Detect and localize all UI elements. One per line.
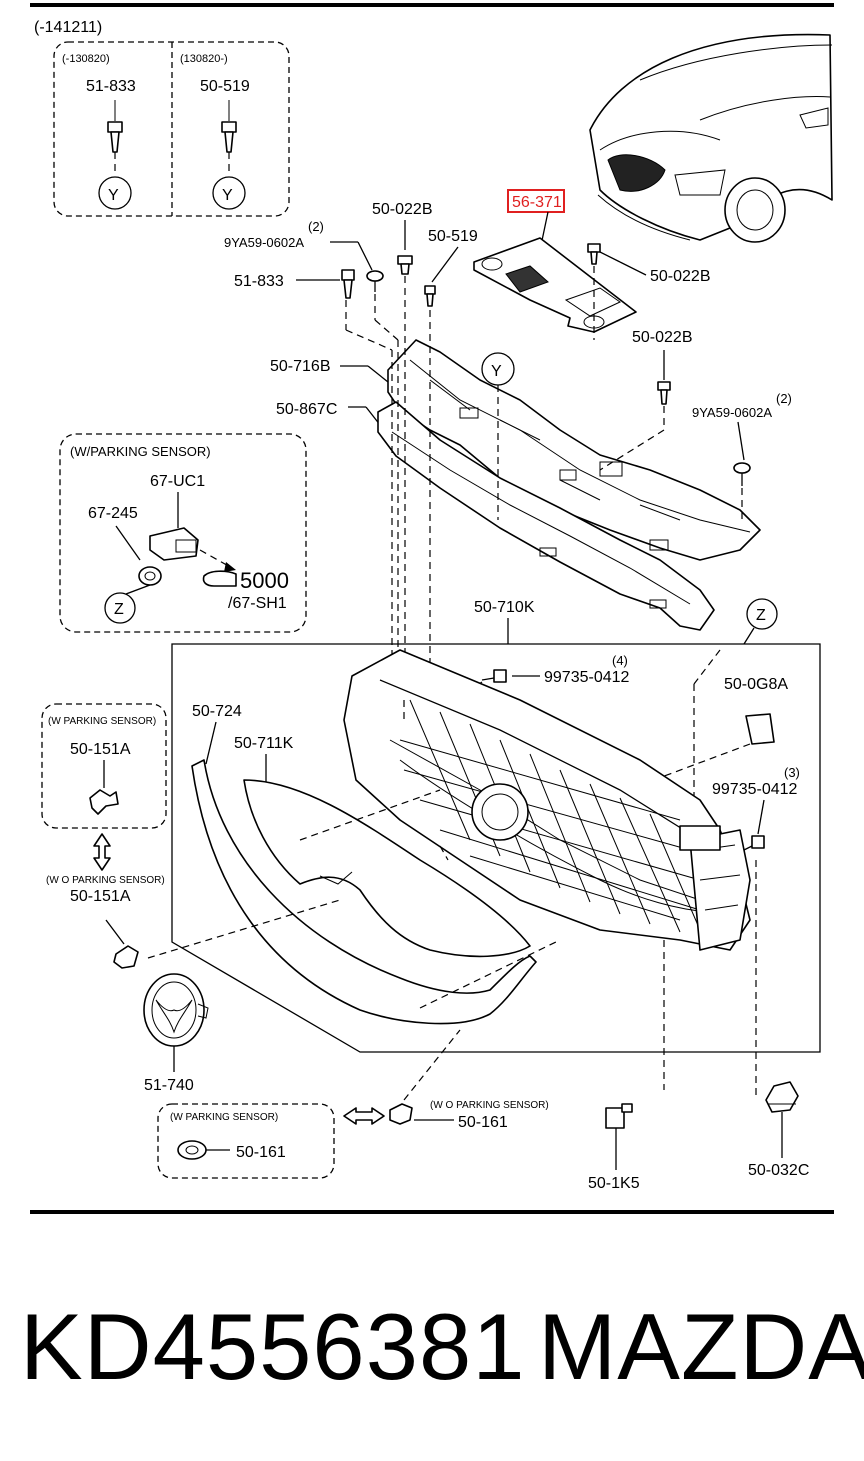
label-99735-0412-3: 99735-0412 [712, 781, 798, 798]
grille-mesh [399, 699, 701, 933]
y-box-right-range: (130820-) [180, 53, 228, 65]
bolt-icon [587, 243, 601, 265]
qty-3: (3) [784, 765, 800, 780]
label-50-161-box: 50-161 [236, 1144, 286, 1161]
upper-leaders [296, 211, 745, 461]
ref-z-sensor: Z [114, 601, 124, 618]
grille-molding-part [191, 759, 537, 1025]
label-50-022b-right: 50-022B [650, 268, 711, 285]
label-50-0g8a: 50-0G8A [724, 676, 788, 693]
bottom-sensor-box: (W PARKING SENSOR) 50-161 [157, 1103, 335, 1179]
bolt-icon [657, 381, 671, 405]
clip-icon [366, 270, 384, 292]
label-50-161-wo: 50-161 [458, 1114, 508, 1131]
nut-icon [605, 1103, 633, 1129]
clip-bracket-icon [765, 1081, 799, 1113]
left-sensor-box: (W PARKING SENSOR) 50-151A [41, 703, 167, 829]
pad-icon [745, 713, 775, 745]
radiator-grille-part [343, 649, 751, 951]
clip-icon [424, 285, 436, 307]
ref-page-sub: /67-SH1 [228, 595, 287, 612]
sensor-retainer-icon [138, 566, 162, 586]
label-50-716b: 50-716B [270, 358, 331, 375]
bracket-icon [177, 1140, 207, 1160]
y-detail-box: (-130820) (130820-) 51-833 50-519 Y Y [53, 41, 290, 217]
qty-4: (4) [612, 653, 628, 668]
ref-y-circle: Y [491, 363, 502, 380]
double-arrow-icon [93, 833, 111, 871]
emblem-part [143, 973, 209, 1047]
grille-frame: 50-710K Z [171, 598, 821, 1053]
label-50-711k: 50-711K [234, 735, 294, 752]
arrow-icon [224, 562, 236, 572]
double-arrow-icon [343, 1107, 385, 1125]
sensor-box-title: (W/PARKING SENSOR) [70, 444, 211, 459]
label-50-022b-top: 50-022B [372, 201, 433, 218]
clip-icon [733, 462, 751, 486]
vehicle-illustration [589, 33, 833, 243]
brand-name: MAZDA [538, 1294, 864, 1399]
highlight-box [507, 189, 565, 213]
label-67-245: 67-245 [88, 505, 138, 522]
qty-9ya-right: (2) [776, 391, 792, 406]
y-box-left-range: (-130820) [62, 53, 110, 65]
label-99735-0412-4: 99735-0412 [544, 669, 630, 686]
label-9ya59-0602a-top: 9YA59-0602A [224, 235, 304, 250]
footer: KD4556381 MAZDA [0, 1292, 864, 1402]
fastener-group-upper [341, 243, 751, 486]
parking-sensor-box: (W/PARKING SENSOR) 67-UC1 67-245 Z 5000 … [59, 433, 307, 633]
clip-icon [341, 269, 355, 299]
screw-icon [481, 669, 507, 683]
hand-pointer-icon [202, 570, 237, 587]
qty-9ya-top: (2) [308, 219, 324, 234]
label-50-032c: 50-032C [748, 1162, 809, 1179]
bolt-icon [397, 255, 413, 275]
clip-icon [107, 100, 123, 153]
label-50-710k: 50-710K [474, 599, 535, 616]
parking-sensor-icon [149, 527, 199, 561]
part-code: KD4556381 [20, 1294, 526, 1399]
label-50-867c: 50-867C [276, 401, 337, 418]
lower-brace-part [377, 401, 715, 631]
upper-cover-part [473, 237, 637, 333]
bracket-icon [89, 789, 119, 815]
label-51-833: 51-833 [234, 273, 284, 290]
label-56-371-highlight[interactable]: 56-371 [512, 194, 562, 211]
bottom-box-title: (W PARKING SENSOR) [170, 1112, 278, 1123]
left-box-title: (W PARKING SENSOR) [48, 716, 156, 727]
bottom-wo-title: (W O PARKING SENSOR) [430, 1100, 549, 1111]
label-51-740: 51-740 [144, 1077, 194, 1094]
label-50-1k5: 50-1K5 [588, 1175, 640, 1192]
label-67-uc1: 67-UC1 [150, 473, 205, 490]
label-50-151a-wo: 50-151A [70, 888, 131, 905]
ref-z-grille: Z [756, 607, 766, 624]
y-ref-left: Y [108, 187, 119, 204]
dashed-guides [345, 266, 743, 700]
header-date: (-141211) [34, 19, 102, 36]
left-wo-title: (W O PARKING SENSOR) [46, 875, 165, 886]
y-box-left-part: 51-833 [86, 78, 136, 95]
y-ref-right: Y [222, 187, 233, 204]
label-50-724: 50-724 [192, 703, 242, 720]
label-50-519: 50-519 [428, 228, 478, 245]
label-50-151a-box: 50-151A [70, 741, 131, 758]
bracket-icon [113, 945, 139, 969]
upper-brace-part [387, 339, 761, 561]
grille-panel-part [243, 779, 531, 958]
ref-page-5000: 5000 [240, 568, 289, 593]
label-50-022b-mid: 50-022B [632, 329, 693, 346]
bracket-icon [389, 1103, 413, 1125]
y-box-right-part: 50-519 [200, 78, 250, 95]
clip-icon [221, 100, 237, 153]
emblem-mount [471, 783, 529, 841]
label-9ya59-0602a-right: 9YA59-0602A [692, 405, 772, 420]
